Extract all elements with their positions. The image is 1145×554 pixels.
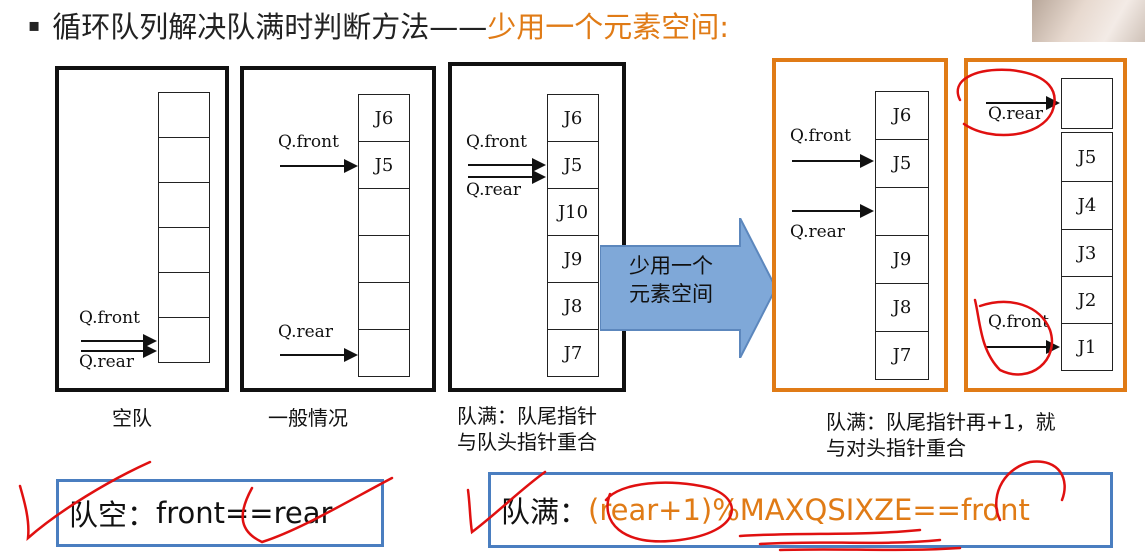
rear-pointer-label: Q.rear	[988, 104, 1043, 124]
queue-cell: J5	[547, 141, 599, 189]
formula-empty-expr: front==rear	[156, 496, 333, 530]
rear-pointer-label: Q.rear	[790, 222, 845, 242]
rear-arrow-head	[1046, 96, 1060, 110]
queue-cell: J8	[547, 282, 599, 330]
caption-full-overlap-1: 队满：队尾指针	[457, 404, 597, 428]
formula-full-label: 队满：	[501, 495, 589, 529]
queue-cell: J10	[547, 188, 599, 236]
front-arrow-head	[344, 159, 358, 173]
panel-full-minus-one: J6 J5 J9 J8 J7 Q.front Q.rear	[772, 58, 948, 392]
queue-cell	[1061, 78, 1113, 129]
transition-line-1: 少用一个	[629, 254, 713, 278]
caption-full-minus-one-2: 与对头指针重合	[826, 436, 966, 460]
queue-cell: J5	[875, 139, 929, 188]
queue-cell: J6	[547, 94, 599, 142]
queue-cell: J2	[1061, 276, 1113, 324]
queue-cell: J9	[875, 235, 929, 284]
queue-cell: J6	[358, 94, 410, 142]
queue-cell: J5	[1061, 132, 1113, 182]
queue-cell: J3	[1061, 229, 1113, 277]
front-pointer-label: Q.front	[466, 132, 527, 152]
queue-cell: J9	[547, 235, 599, 283]
queue-cell: J1	[1061, 323, 1113, 371]
formula-full-expr: (rear+1)%MAXQSIXZE==front	[588, 493, 1030, 527]
queue-cell: J7	[875, 331, 929, 380]
queue-cell	[358, 329, 410, 377]
formula-full: 队满：(rear+1)%MAXQSIXZE==front	[488, 472, 1113, 548]
queue-cell: J4	[1061, 181, 1113, 230]
rear-pointer-label: Q.rear	[466, 180, 521, 200]
slide-title: ▪ 循环队列解决队满时判断方法——少用一个元素空间:	[28, 4, 729, 46]
queue-cell	[158, 182, 210, 228]
front-pointer-label: Q.front	[790, 126, 851, 146]
queue-cell: J8	[875, 283, 929, 332]
queue-cell	[158, 92, 210, 138]
bullet-icon: ▪	[28, 15, 41, 36]
rear-arrow-head	[532, 170, 546, 184]
formula-empty-label: 队空：	[69, 498, 157, 532]
rear-pointer-label: Q.rear	[278, 322, 333, 342]
front-arrow	[81, 340, 145, 342]
rear-arrow	[280, 354, 346, 356]
transition-line-2: 元素空间	[629, 282, 713, 306]
queue-cell	[358, 188, 410, 236]
queue-cell	[158, 272, 210, 318]
front-pointer-label: Q.front	[79, 308, 140, 328]
panel-full-overlap: J6 J5 J10 J9 J8 J7 Q.front Q.rear	[448, 62, 626, 392]
webcam-overlay	[1032, 0, 1145, 42]
panel-empty-queue: Q.front Q.rear	[55, 66, 229, 392]
queue-cell	[158, 317, 210, 363]
front-arrow	[468, 164, 534, 166]
caption-empty: 空队	[112, 406, 152, 430]
caption-full-overlap-2: 与队头指针重合	[457, 430, 597, 454]
rear-arrow	[81, 350, 145, 352]
rear-pointer-label: Q.rear	[79, 352, 134, 372]
rear-arrow-head	[860, 204, 874, 218]
front-arrow-head	[860, 154, 874, 168]
caption-full-minus-one-1: 队满：队尾指针再+1，就	[826, 410, 1056, 434]
queue-cell	[358, 282, 410, 330]
rear-arrow	[792, 210, 862, 212]
formula-empty: 队空：front==rear	[56, 479, 384, 547]
title-accent: 少用一个元素空间:	[487, 10, 729, 44]
queue-cell: J5	[358, 141, 410, 189]
queue-cell: J6	[875, 91, 929, 140]
caption-general: 一般情况	[268, 406, 348, 430]
queue-cell	[158, 227, 210, 273]
panel-general: J6 J5 Q.front Q.rear	[240, 66, 436, 392]
queue-cell	[875, 187, 929, 236]
front-arrow	[792, 160, 862, 162]
front-arrow	[280, 165, 346, 167]
transition-arrow	[600, 218, 776, 358]
front-pointer-label: Q.front	[988, 312, 1049, 332]
queue-cell: J7	[547, 329, 599, 377]
rear-arrow-head	[344, 348, 358, 362]
front-arrow	[986, 346, 1048, 348]
rear-arrow-head	[143, 344, 157, 358]
title-main: 循环队列解决队满时判断方法——	[52, 10, 488, 44]
panel-full-example: J5 J4 J3 J2 J1 Q.rear Q.front	[964, 58, 1127, 392]
queue-cell	[358, 235, 410, 283]
front-pointer-label: Q.front	[278, 132, 339, 152]
rear-arrow	[468, 176, 534, 178]
transition-arrow-text: 少用一个 元素空间	[610, 252, 732, 308]
queue-cell	[158, 137, 210, 183]
front-arrow-head	[532, 158, 546, 172]
rear-arrow	[986, 102, 1048, 104]
front-arrow-head	[1046, 340, 1060, 354]
